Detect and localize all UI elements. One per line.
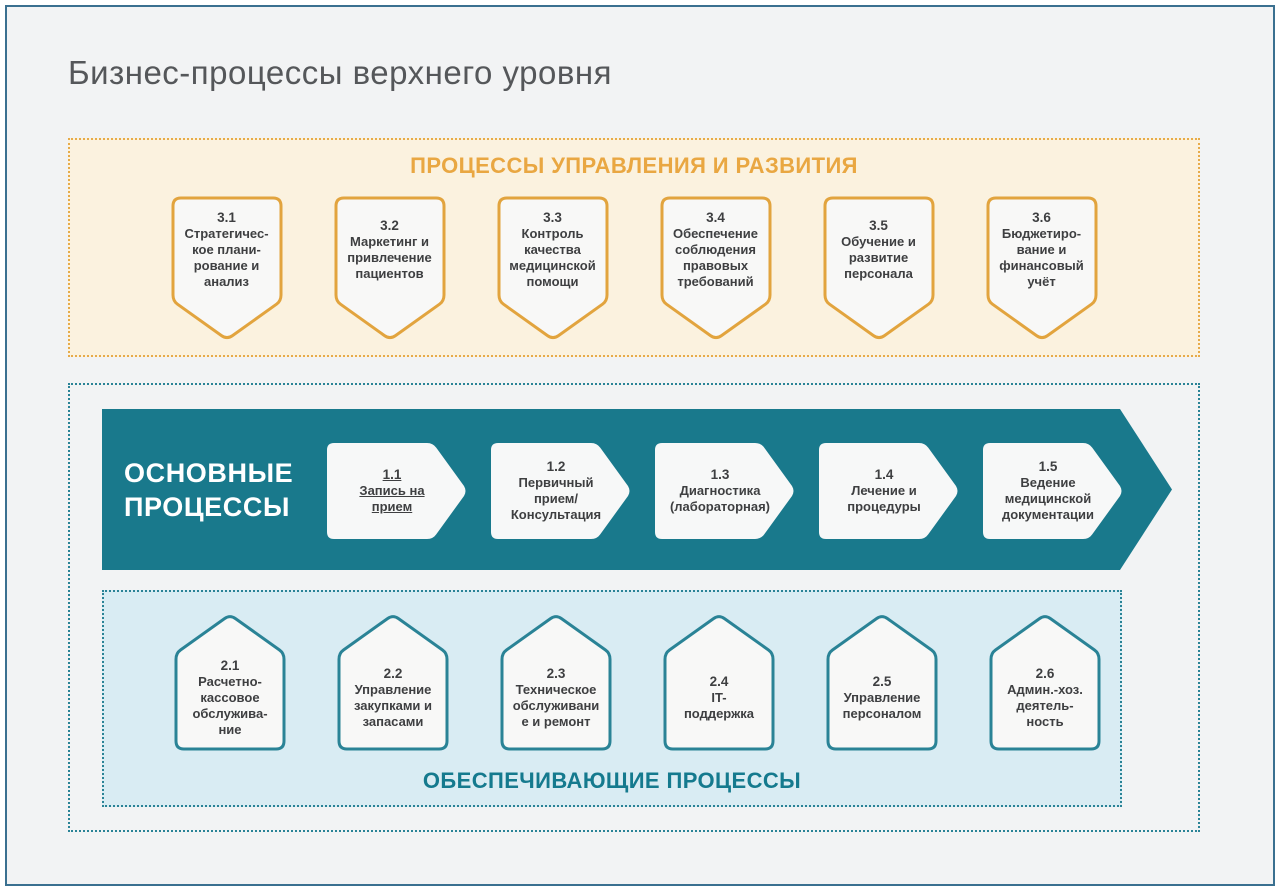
card-label: Маркетинг и привлечение пациентов	[347, 234, 432, 281]
card-text: 3.5 Обучение и развитие персонала	[823, 196, 935, 304]
card-label: Запись на прием	[359, 483, 425, 514]
card-text: 3.2 Маркетинг и привлечение пациентов	[334, 196, 446, 304]
card-text: 3.3 Контроль качества медицинской помощи	[497, 196, 609, 304]
process-card-3-2: 3.2 Маркетинг и привлечение пациентов	[334, 196, 446, 340]
card-text: 1.5 Ведение медицинской документации	[980, 442, 1116, 540]
card-text: 1.1 Запись на прием	[324, 442, 460, 540]
process-card-2-1: 2.1 Расчетно- кассовое обслужива- ние	[174, 615, 286, 751]
card-label: Лечение и процедуры	[847, 483, 921, 514]
card-number: 1.2	[546, 459, 566, 474]
card-number: 2.6	[1035, 666, 1055, 681]
pentagon-down-shape	[660, 196, 771, 340]
process-card-3-5: 3.5 Обучение и развитие персонала	[823, 196, 935, 340]
page-title: Бизнес-процессы верхнего уровня	[68, 54, 612, 91]
card-number: 2.2	[383, 666, 403, 681]
card-label: Первичный прием/ Консультация	[510, 475, 602, 522]
card-label: Техническое обслуживани е и ремонт	[512, 682, 600, 729]
card-text: 3.4 Обеспечение соблюдения правовых треб…	[660, 196, 772, 304]
process-card-1-5: 1.5 Ведение медицинской документации	[980, 442, 1124, 540]
card-text: 1.4 Лечение и процедуры	[816, 442, 952, 540]
card-text: 2.3 Техническое обслуживани е и ремонт	[500, 645, 612, 751]
card-text: 3.1 Стратегичес- кое плани- рование и ан…	[171, 196, 283, 304]
pentagon-down-shape	[986, 196, 1097, 340]
card-number: 3.4	[706, 210, 725, 225]
card-number: 2.3	[546, 666, 566, 681]
card-number: 1.1	[382, 467, 402, 482]
pentagon-up-shape	[174, 615, 286, 751]
card-label: Расчетно- кассовое обслужива- ние	[192, 674, 268, 737]
card-number: 1.5	[1038, 459, 1058, 474]
main-processes-band: ОСНОВНЫЕ ПРОЦЕССЫ 1.1 Запись на прием 1.…	[102, 409, 1174, 570]
process-card-2-5: 2.5 Управление персоналом	[826, 615, 938, 751]
process-card-1-4: 1.4 Лечение и процедуры	[816, 442, 960, 540]
process-card-3-1: 3.1 Стратегичес- кое плани- рование и ан…	[171, 196, 283, 340]
pentagon-down-shape	[823, 196, 934, 340]
process-card-2-6: 2.6 Админ.-хоз. деятель- ность	[989, 615, 1101, 751]
card-label: Управление закупками и запасами	[353, 682, 433, 729]
card-label: Админ.-хоз. деятель- ность	[1007, 682, 1083, 729]
core-processes-wrapper: ОСНОВНЫЕ ПРОЦЕССЫ 1.1 Запись на прием 1.…	[68, 383, 1200, 832]
card-text: 2.6 Админ.-хоз. деятель- ность	[989, 645, 1101, 751]
card-label: Контроль качества медицинской помощи	[509, 226, 596, 289]
card-number: 2.5	[872, 674, 892, 689]
process-card-3-6: 3.6 Бюджетиро- вание и финансовый учёт	[986, 196, 1098, 340]
process-card-2-2: 2.2 Управление закупками и запасами	[337, 615, 449, 751]
card-text: 1.2 Первичный прием/ Консультация	[488, 442, 624, 540]
arrow-right-shape	[327, 443, 466, 539]
card-text: 2.2 Управление закупками и запасами	[337, 645, 449, 751]
support-section-title: ОБЕСПЕЧИВАЮЩИЕ ПРОЦЕССЫ	[422, 768, 802, 793]
pentagon-down-shape	[171, 196, 282, 340]
process-card-1-1[interactable]: 1.1 Запись на прием	[324, 442, 468, 540]
pentagon-down-shape	[497, 196, 608, 340]
arrow-right-shape	[655, 443, 794, 539]
pentagon-up-shape	[337, 615, 449, 751]
arrow-right-shape	[819, 443, 958, 539]
card-label: Стратегичес- кое плани- рование и анализ	[184, 226, 269, 289]
arrow-right-shape	[491, 443, 630, 539]
pentagon-up-shape	[826, 615, 938, 751]
process-card-2-4: 2.4 IT- поддержка	[663, 615, 775, 751]
management-section: ПРОЦЕССЫ УПРАВЛЕНИЯ И РАЗВИТИЯ 3.1 Страт…	[68, 138, 1200, 357]
main-section-title: ОСНОВНЫЕ ПРОЦЕССЫ	[124, 457, 294, 522]
card-text: 2.5 Управление персоналом	[826, 645, 938, 751]
pentagon-up-shape	[989, 615, 1101, 751]
card-label: Обеспечение соблюдения правовых требован…	[672, 226, 759, 289]
card-label: Диагностика (лабораторная)	[669, 483, 771, 514]
support-section: 2.1 Расчетно- кассовое обслужива- ние 2.…	[102, 590, 1122, 807]
card-label: Управление персоналом	[842, 690, 922, 721]
pentagon-up-shape	[663, 615, 775, 751]
card-number: 1.4	[874, 467, 894, 482]
card-number: 3.6	[1032, 210, 1051, 225]
card-number: 1.3	[710, 467, 730, 482]
card-number: 2.4	[709, 674, 729, 689]
card-label: Ведение медицинской документации	[1001, 475, 1095, 522]
process-card-1-3: 1.3 Диагностика (лабораторная)	[652, 442, 796, 540]
process-card-3-4: 3.4 Обеспечение соблюдения правовых треб…	[660, 196, 772, 340]
arrow-right-shape	[983, 443, 1122, 539]
pentagon-up-shape	[500, 615, 612, 751]
card-text: 1.3 Диагностика (лабораторная)	[652, 442, 788, 540]
card-number: 3.1	[217, 210, 236, 225]
process-card-2-3: 2.3 Техническое обслуживани е и ремонт	[500, 615, 612, 751]
card-number: 3.3	[543, 210, 562, 225]
card-number: 2.1	[220, 658, 240, 673]
card-text: 3.6 Бюджетиро- вание и финансовый учёт	[986, 196, 1098, 304]
card-label: IT- поддержка	[683, 690, 755, 721]
management-section-title: ПРОЦЕССЫ УПРАВЛЕНИЯ И РАЗВИТИЯ	[410, 153, 858, 178]
management-cards-row: 3.1 Стратегичес- кое плани- рование и ан…	[70, 196, 1198, 340]
process-card-3-3: 3.3 Контроль качества медицинской помощи	[497, 196, 609, 340]
card-label: Бюджетиро- вание и финансовый учёт	[999, 226, 1084, 289]
card-text: 2.1 Расчетно- кассовое обслужива- ние	[174, 645, 286, 751]
pentagon-down-shape	[334, 196, 445, 340]
card-text: 2.4 IT- поддержка	[663, 645, 775, 751]
process-card-1-2: 1.2 Первичный прием/ Консультация	[488, 442, 632, 540]
card-number: 3.2	[380, 218, 399, 233]
card-number: 3.5	[869, 218, 888, 233]
card-label: Обучение и развитие персонала	[841, 234, 916, 281]
